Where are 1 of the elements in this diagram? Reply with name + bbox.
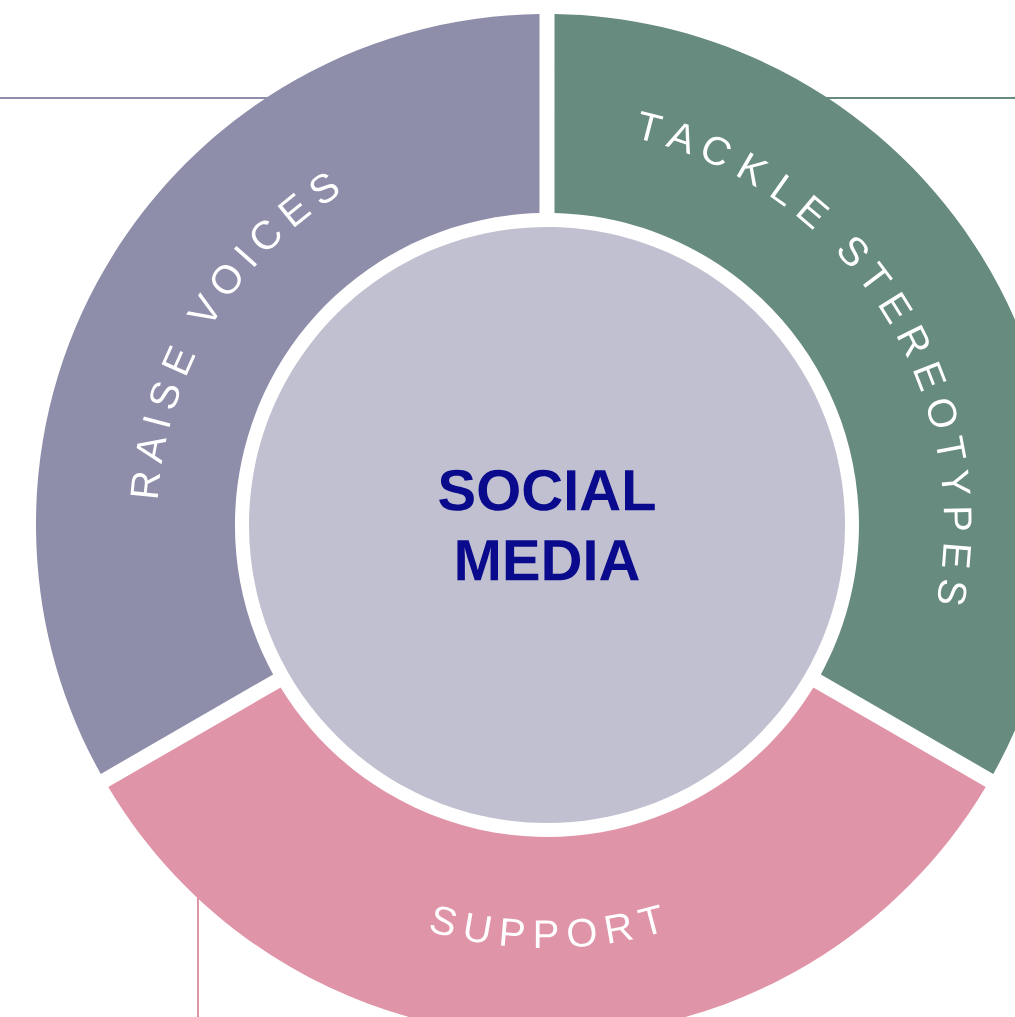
ring-segment: SUPPORT	[108, 687, 986, 1017]
